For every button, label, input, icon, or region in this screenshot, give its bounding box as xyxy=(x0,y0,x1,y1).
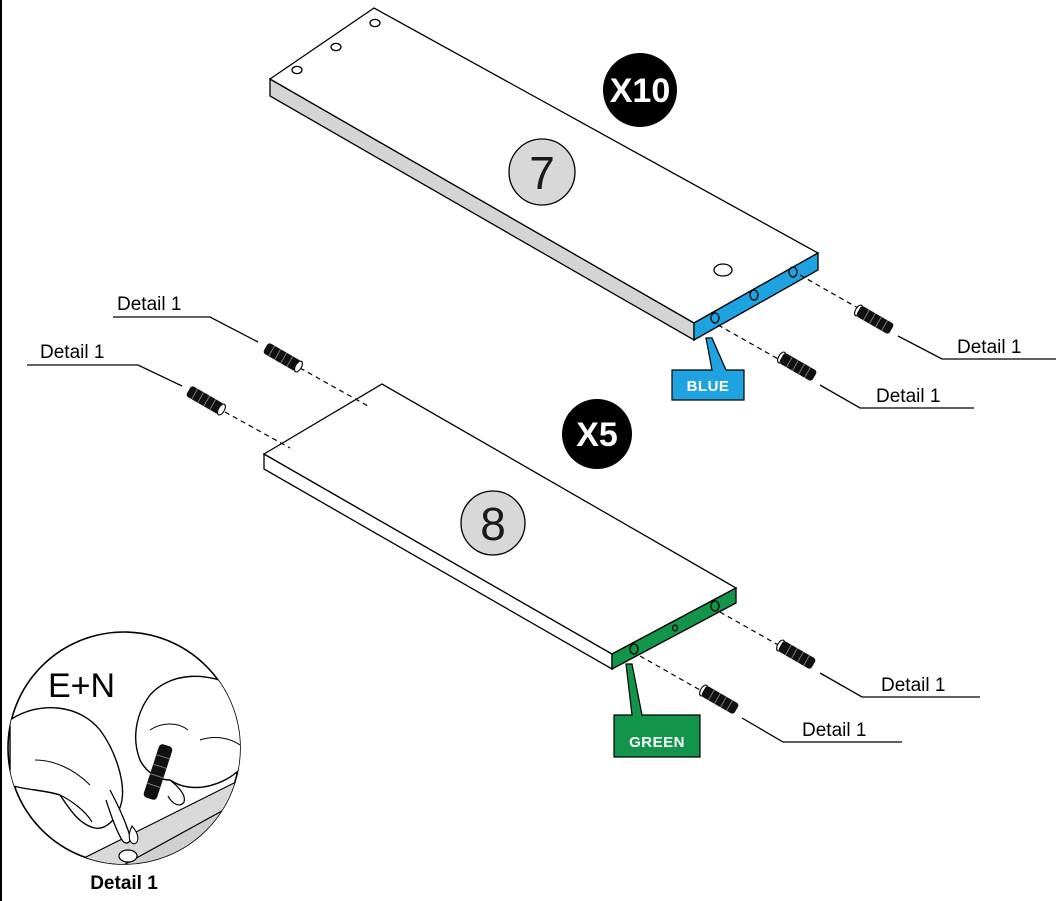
dowel-icon xyxy=(775,639,816,669)
edge-tag-blue: BLUE xyxy=(671,337,745,401)
edge-tag-shape xyxy=(613,663,701,758)
dowel-guide-line xyxy=(799,274,859,309)
detail-inset: E+N Detail 1 xyxy=(7,631,241,894)
callout-label: Detail 1 xyxy=(40,342,104,363)
dowel-group: Detail 1 xyxy=(799,274,1056,360)
dowel-guide-line xyxy=(639,655,701,691)
callout-leader xyxy=(741,717,902,743)
callout-label: Detail 1 xyxy=(881,675,945,696)
dowel-group: Detail 1 xyxy=(27,342,291,449)
quantity-disc xyxy=(562,399,632,469)
edge-tag-label: GREEN xyxy=(629,734,685,751)
dowel-icon xyxy=(698,684,739,714)
quantity-label: X10 xyxy=(610,72,671,110)
detail-parts-label: E+N xyxy=(48,667,115,705)
part-number-8: 8 xyxy=(480,498,506,550)
panel-7-edge-hole xyxy=(710,312,720,324)
panel-8-edge-hole xyxy=(671,624,679,632)
callout-leader xyxy=(819,384,974,409)
quantity-disc xyxy=(603,53,677,127)
callout-label: Detail 1 xyxy=(957,337,1021,358)
dowel-group: Detail 1 xyxy=(719,611,980,698)
panel-7: 7 xyxy=(268,7,820,342)
quantity-badge-x5: X5 xyxy=(562,399,632,469)
callout-leader xyxy=(27,364,183,387)
dowel-group: Detail 1 xyxy=(113,294,369,407)
dowel-guide-line xyxy=(717,324,781,361)
dowel-group: Detail 1 xyxy=(717,324,974,409)
panel-8-edge-hole xyxy=(710,600,720,612)
panel-7-hole xyxy=(369,18,381,28)
panel-8-edge-hole xyxy=(629,643,639,655)
dowel-guide-line xyxy=(719,611,781,647)
panel-8: 8 xyxy=(262,383,738,671)
detail-caption: Detail 1 xyxy=(90,873,158,894)
panel-7-edge-hole xyxy=(788,266,798,278)
part-number-7: 7 xyxy=(529,147,555,199)
detail-inset-illustration xyxy=(8,675,240,864)
dowel-group: Detail 1 xyxy=(639,655,902,743)
callout-label: Detail 1 xyxy=(117,294,181,315)
panel-7-cam-hole xyxy=(713,263,733,277)
edge-tag-label: BLUE xyxy=(687,378,730,395)
dowel-icon xyxy=(853,304,894,334)
dowel-icon xyxy=(186,386,227,416)
quantity-badge-x10: X10 xyxy=(603,53,677,127)
quantity-label: X5 xyxy=(576,416,618,454)
dowel-guide-line xyxy=(299,367,369,407)
panel-8-edge-band xyxy=(611,586,737,671)
edge-tag-green: GREEN xyxy=(613,663,701,758)
dowel-guide-line xyxy=(224,411,291,449)
callout-leader xyxy=(897,335,1056,360)
callout-leader xyxy=(819,672,980,698)
edge-tag-shape xyxy=(671,337,745,401)
panel-7-edge-hole xyxy=(749,289,759,301)
part-number-disc xyxy=(508,138,576,206)
callout-label: Detail 1 xyxy=(876,386,940,407)
part-number-disc xyxy=(460,490,526,556)
callout-leader xyxy=(113,316,259,343)
panel-7-edge-band xyxy=(693,251,819,342)
panel-7-hole xyxy=(330,42,342,52)
panel-7-hole xyxy=(291,65,303,75)
dowel-icon xyxy=(776,351,817,381)
dowel-icon xyxy=(263,343,304,373)
callout-label: Detail 1 xyxy=(802,720,866,741)
